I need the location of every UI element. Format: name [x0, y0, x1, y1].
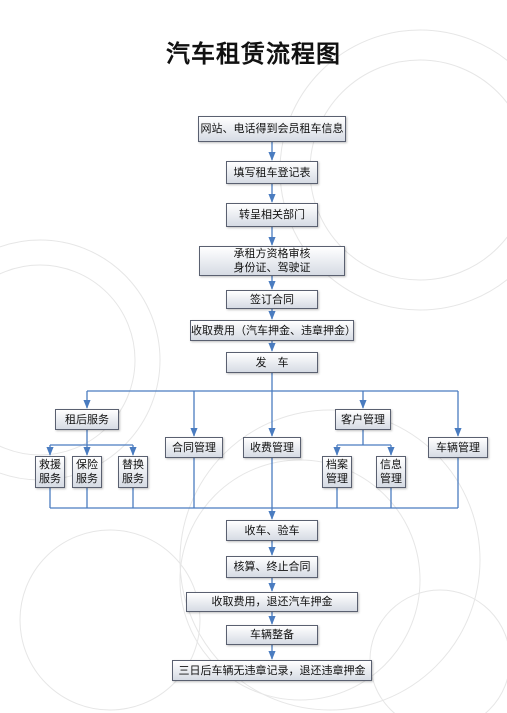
branch-fee-management: 收费管理: [243, 437, 301, 458]
step-refund-violation-deposit: 三日后车辆无违章记录，退还违章押金: [172, 660, 372, 681]
step-collect-deposit: 收取费用（汽车押金、违章押金）: [190, 320, 356, 341]
step-forward-dept: 转呈相关部门: [226, 203, 318, 227]
step-settle-terminate: 核算、终止合同: [226, 556, 318, 578]
branch-customer-management: 客户管理: [335, 409, 391, 430]
step-return-inspect: 收车、验车: [226, 520, 318, 541]
step-member-info: 网站、电话得到会员租车信息: [198, 116, 346, 142]
sub-archive-management: 档案管理: [322, 456, 352, 488]
sub-rescue-service: 救援服务: [35, 456, 65, 488]
step-sign-contract: 签订合同: [226, 290, 318, 309]
sub-insurance-service: 保险服务: [72, 456, 102, 488]
branch-vehicle-management: 车辆管理: [428, 437, 488, 458]
branch-contract-management: 合同管理: [165, 437, 223, 458]
sub-info-management: 信息管理: [376, 456, 406, 488]
step-vehicle-prep: 车辆整备: [226, 625, 318, 645]
step-refund-car-deposit: 收取费用，退还汽车押金: [186, 592, 358, 612]
sub-replacement-service: 替换服务: [118, 456, 148, 488]
step-fill-form: 填写租车登记表: [226, 161, 318, 184]
page-title: 汽车租赁流程图: [166, 40, 341, 68]
step-dispatch-car: 发 车: [226, 352, 318, 373]
step-qualification: 承租方资格审核 身份证、驾驶证: [199, 246, 345, 276]
branch-after-service: 租后服务: [55, 409, 119, 430]
